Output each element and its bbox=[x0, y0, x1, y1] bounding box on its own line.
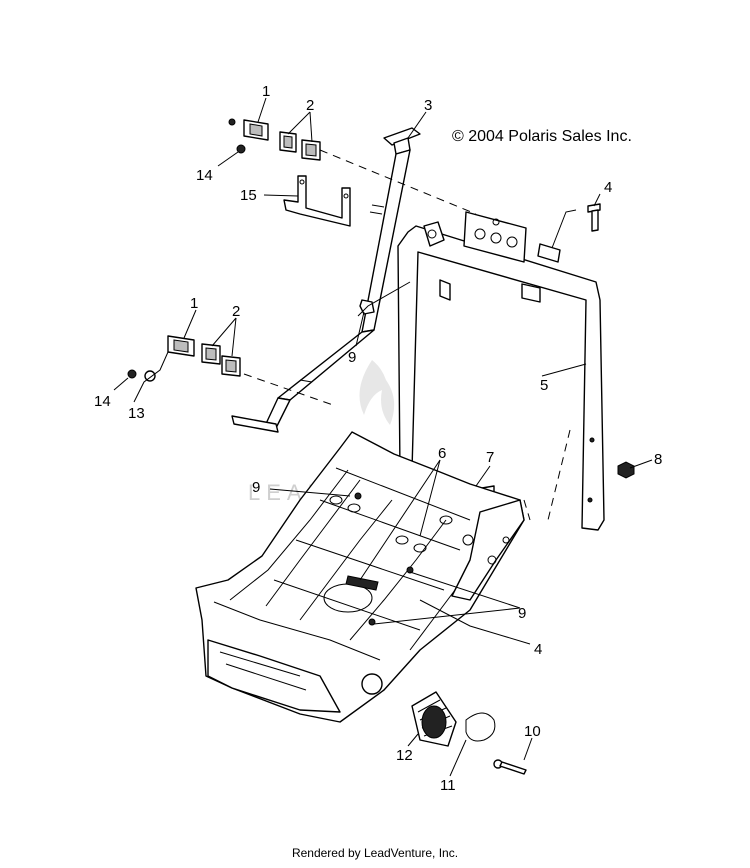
callout-2-upper: 2 bbox=[306, 97, 314, 114]
callout-2-lower: 2 bbox=[232, 303, 240, 320]
callout-4-lower: 4 bbox=[534, 641, 542, 658]
copyright-text: © 2004 Polaris Sales Inc. bbox=[452, 128, 632, 145]
callout-14-lower: 14 bbox=[94, 393, 111, 410]
callout-4-upper: 4 bbox=[604, 179, 612, 196]
callout-10: 10 bbox=[524, 723, 541, 740]
steering-hoop bbox=[397, 211, 605, 531]
callout-14-upper: 14 bbox=[196, 167, 213, 184]
footer-credit: Rendered by LeadVenture, Inc. bbox=[291, 846, 459, 860]
nut bbox=[617, 461, 635, 479]
callout-12: 12 bbox=[396, 747, 413, 764]
callout-11: 11 bbox=[440, 777, 456, 794]
chassis-bulkhead bbox=[195, 431, 525, 723]
callout-9-mid: 9 bbox=[252, 479, 260, 496]
callout-1-upper: 1 bbox=[262, 83, 270, 100]
upper-bushing-set bbox=[228, 118, 321, 161]
lower-bushing-set bbox=[127, 335, 241, 382]
callout-15: 15 bbox=[240, 187, 257, 204]
callout-1-lower: 1 bbox=[190, 295, 198, 312]
alignment-lines bbox=[243, 149, 571, 521]
callout-13: 13 bbox=[128, 405, 145, 422]
clamp bbox=[465, 712, 496, 742]
callout-7: 7 bbox=[486, 449, 494, 466]
callout-labels: 1 2 3 14 15 4 9 1 2 14 13 5 6 7 8 9 9 4 … bbox=[94, 83, 662, 794]
steering-post bbox=[231, 127, 421, 433]
bolt-10 bbox=[493, 759, 527, 775]
leader-lines bbox=[113, 97, 653, 777]
callout-9-upper: 9 bbox=[348, 349, 356, 366]
watermark-logo bbox=[359, 360, 395, 425]
callout-8: 8 bbox=[654, 451, 662, 468]
callout-6: 6 bbox=[438, 445, 446, 462]
mounting-bracket bbox=[283, 175, 351, 227]
bolt-upper bbox=[587, 203, 601, 232]
callout-9-lower: 9 bbox=[518, 605, 526, 622]
callout-3: 3 bbox=[424, 97, 432, 114]
steering-boot bbox=[411, 691, 457, 747]
callout-5: 5 bbox=[540, 377, 548, 394]
